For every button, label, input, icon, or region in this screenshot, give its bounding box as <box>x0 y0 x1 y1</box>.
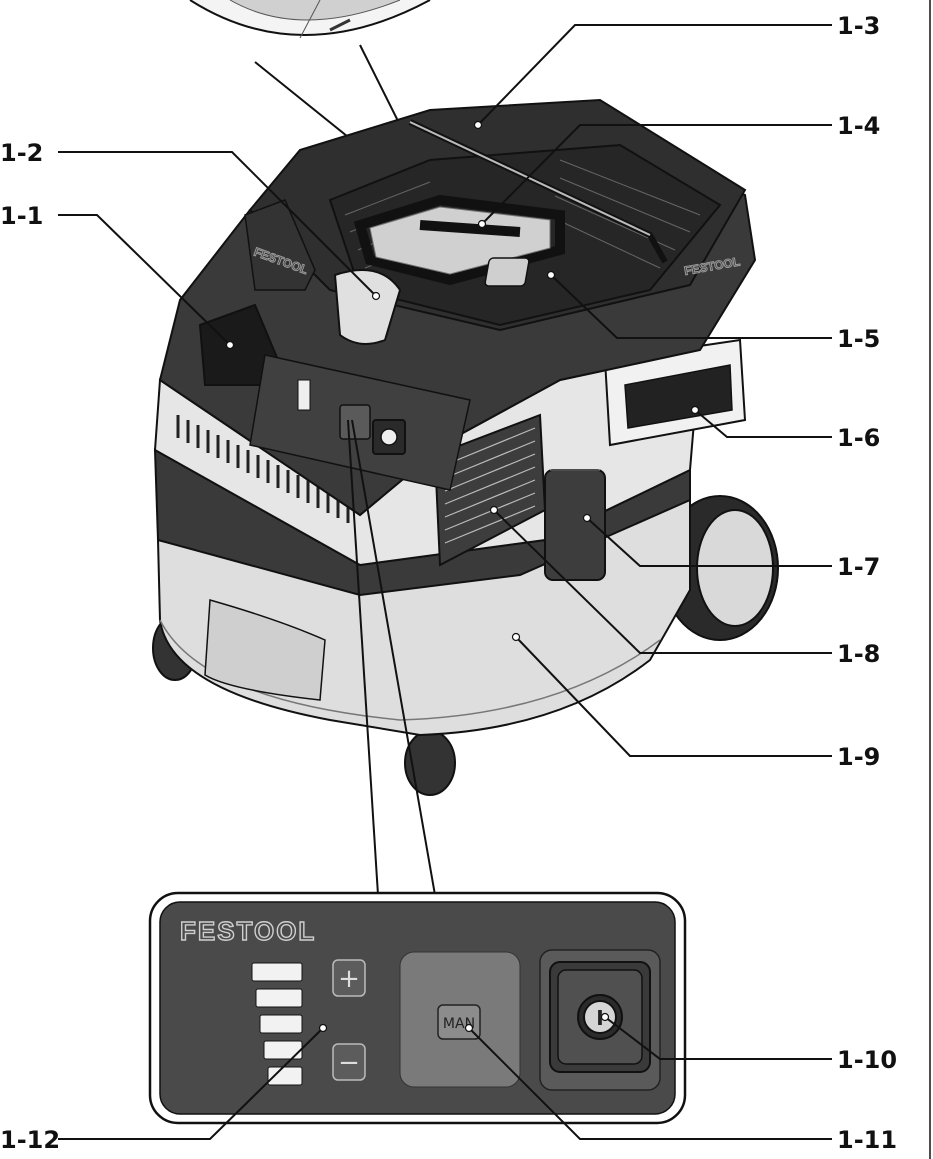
suction-level-indicator <box>251 962 303 1086</box>
zoom-line-left <box>347 419 379 896</box>
container-tab <box>204 599 326 701</box>
power-icon <box>583 1000 617 1034</box>
rear-wheel-hub <box>696 509 774 627</box>
leader-1-12 <box>58 1027 324 1140</box>
leader-1-1 <box>58 214 231 346</box>
leader-1-10 <box>604 1016 832 1060</box>
plus-symbol: + <box>338 964 360 994</box>
leader-1-7 <box>586 517 832 567</box>
callout-1-6: 1-6 <box>837 424 880 452</box>
callout-labels: 1-1 1-2 1-3 1-4 1-5 1-6 1-7 1-8 1-9 1-10… <box>0 12 897 1154</box>
leader-1-11 <box>468 1027 832 1140</box>
callout-1-2: 1-2 <box>0 139 43 167</box>
callout-1-5: 1-5 <box>837 325 880 353</box>
zoom-line-right <box>351 419 436 896</box>
callout-1-1: 1-1 <box>0 202 43 230</box>
control-panel-small <box>249 354 471 491</box>
detail-magnifier-top <box>189 0 446 216</box>
callout-1-8: 1-8 <box>837 640 880 668</box>
power-symbol: I <box>596 1006 603 1030</box>
vacuum-unit: FESTOOL FESTOOL <box>152 98 779 896</box>
leader-1-6 <box>694 409 832 438</box>
leader-1-5 <box>550 274 832 339</box>
leader-1-3 <box>477 24 832 126</box>
leader-1-9 <box>515 636 832 757</box>
plus-button[interactable] <box>332 959 366 997</box>
lock-button <box>484 257 530 287</box>
suction-nozzle <box>333 269 402 345</box>
outlet-grille <box>444 427 536 544</box>
brand-recess <box>244 199 316 291</box>
callout-1-3: 1-3 <box>837 12 880 40</box>
callout-1-9: 1-9 <box>837 743 880 771</box>
callout-1-11: 1-11 <box>837 1126 897 1154</box>
callout-1-4: 1-4 <box>837 112 880 140</box>
callout-1-12: 1-12 <box>0 1126 60 1154</box>
minus-button[interactable] <box>332 1043 366 1081</box>
callout-1-10: 1-10 <box>837 1046 897 1074</box>
panel-brand-logo: FESTOOL <box>180 916 316 946</box>
carry-handle <box>353 194 565 286</box>
minus-symbol: − <box>338 1048 360 1078</box>
callout-1-7: 1-7 <box>837 553 880 581</box>
leader-lines <box>58 24 832 1140</box>
leader-1-2 <box>58 151 377 297</box>
leader-1-8 <box>493 509 832 654</box>
leader-1-4 <box>481 124 832 225</box>
control-panel-detail: FESTOOL + − MAN I <box>148 891 687 1125</box>
